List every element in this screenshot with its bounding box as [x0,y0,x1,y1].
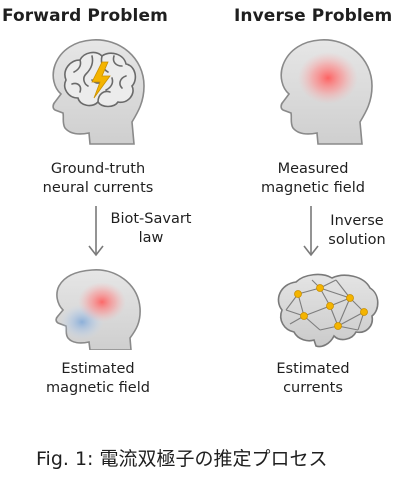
head-magnetic-field-icon [55,269,141,350]
forward-problem-heading: Forward Problem [2,6,168,26]
brain-lightning-icon [52,39,145,145]
inverse-arrow-down-icon [303,206,319,257]
magnetic-field-glow [298,52,358,104]
inverse-problem-heading: Inverse Problem [234,6,393,26]
forward-arrow-down-icon [88,206,104,257]
figure-caption-text: 電流双極子の推定プロセス [99,448,328,470]
magnetic-field-red [78,282,126,322]
lightning-bolt [91,61,111,99]
ground-truth-label: Ground-truth neural currents [42,161,154,196]
head-magnetic-field-icon [280,39,373,145]
biot-savart-label: Biot-Savart law [110,211,192,246]
measured-field-label: Measured magnetic field [261,161,365,196]
brain-network-icon [277,273,379,348]
inverse-solution-label: Inverse solution [328,213,386,248]
estimated-currents-label: Estimated currents [276,361,350,396]
network-nodes [294,284,368,330]
figure-caption-prefix: Fig. 1: [36,448,94,470]
figure-caption: Fig. 1: 電流双極子の推定プロセス [36,444,328,471]
estimated-field-label: Estimated magnetic field [46,361,150,396]
